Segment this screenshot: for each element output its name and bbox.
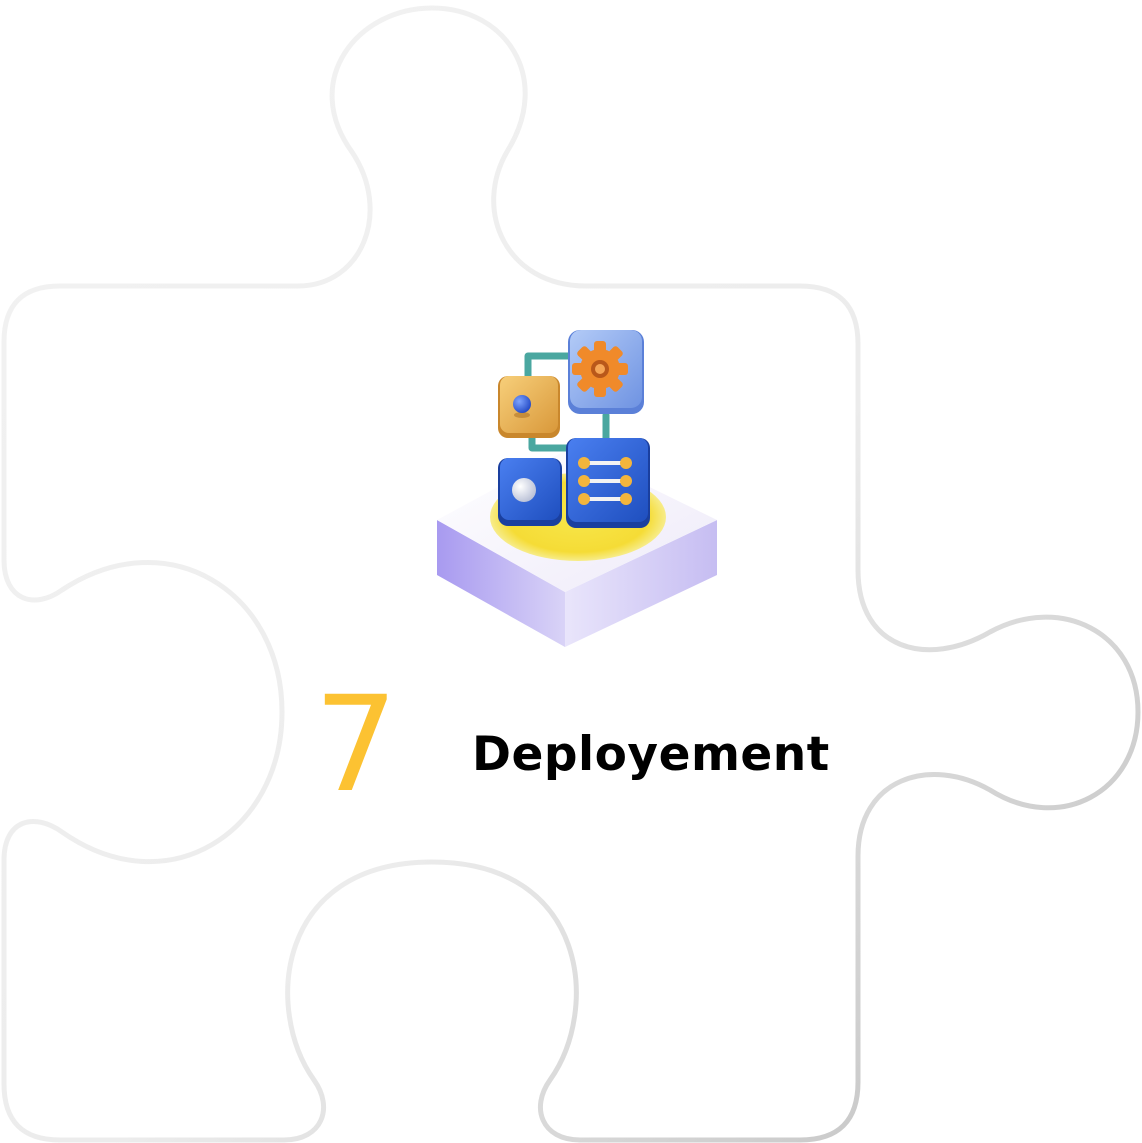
slider-list-icon <box>566 438 650 528</box>
step-title: Deployement <box>472 727 830 782</box>
toggle-icon <box>498 376 560 438</box>
button-module-icon <box>498 458 562 526</box>
step-number: 7 <box>314 668 398 822</box>
gear-icon <box>568 330 644 414</box>
deployment-modules-icon <box>437 330 717 647</box>
